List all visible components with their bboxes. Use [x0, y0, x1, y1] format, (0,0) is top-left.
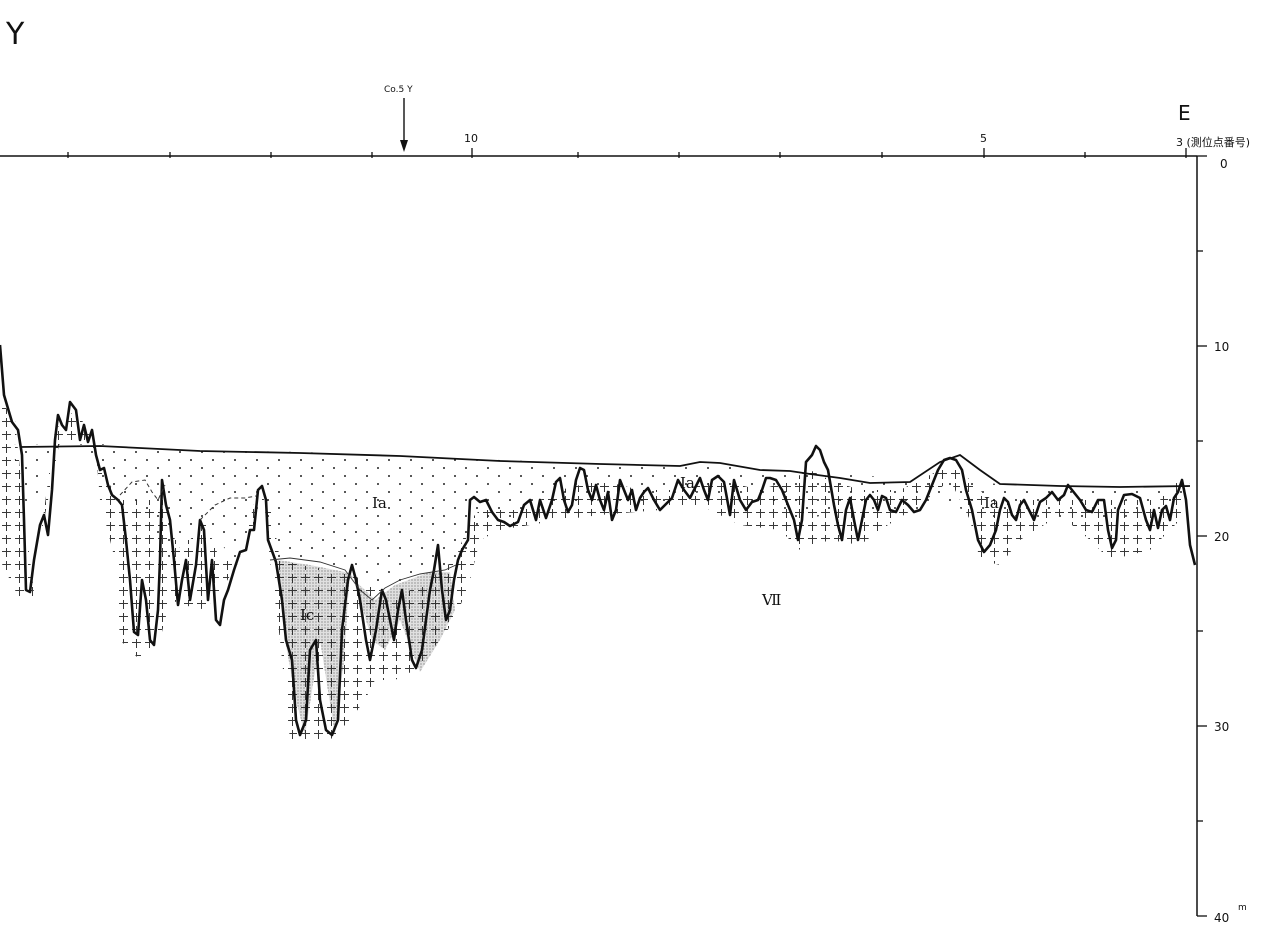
unit-label-Ia-1: Ia	[372, 494, 387, 512]
unit-label-Ia-3: Ia	[984, 494, 999, 512]
basement-profile-line	[0, 344, 1197, 737]
unit-label-VII: Ⅶ	[761, 591, 781, 609]
depth-label-40: 40	[1214, 911, 1229, 925]
depth-unit: m	[1238, 903, 1247, 913]
top-axis-ticks	[67, 148, 1187, 158]
unit-label-Ia-2: Ia	[680, 474, 695, 492]
Ic-top-boundary	[269, 557, 457, 601]
borehole-marker-arrow	[400, 98, 408, 152]
unit-label-Ic: Ic	[300, 606, 314, 624]
sediment-top-line	[19, 445, 1191, 488]
depth-label-20: 20	[1214, 530, 1229, 544]
section-title: Y	[5, 17, 25, 52]
depth-axis-ticks	[1197, 155, 1207, 917]
station-label-10: 10	[464, 132, 478, 145]
inferred-boundary-dashed-1	[119, 479, 166, 501]
sand-layer-Ia	[0, 440, 1190, 590]
depth-label-0: 0	[1220, 157, 1228, 171]
end-label: E	[1178, 101, 1191, 125]
station-caption: 3 (測位点番号)	[1176, 135, 1250, 149]
depth-label-10: 10	[1214, 340, 1229, 354]
station-label-5: 5	[980, 132, 987, 145]
inferred-boundary-dashed-2	[199, 495, 257, 521]
borehole-marker-label: Co.5 Y	[384, 85, 413, 95]
depth-label-30: 30	[1214, 720, 1229, 734]
bedrock-crosses	[0, 400, 1190, 740]
